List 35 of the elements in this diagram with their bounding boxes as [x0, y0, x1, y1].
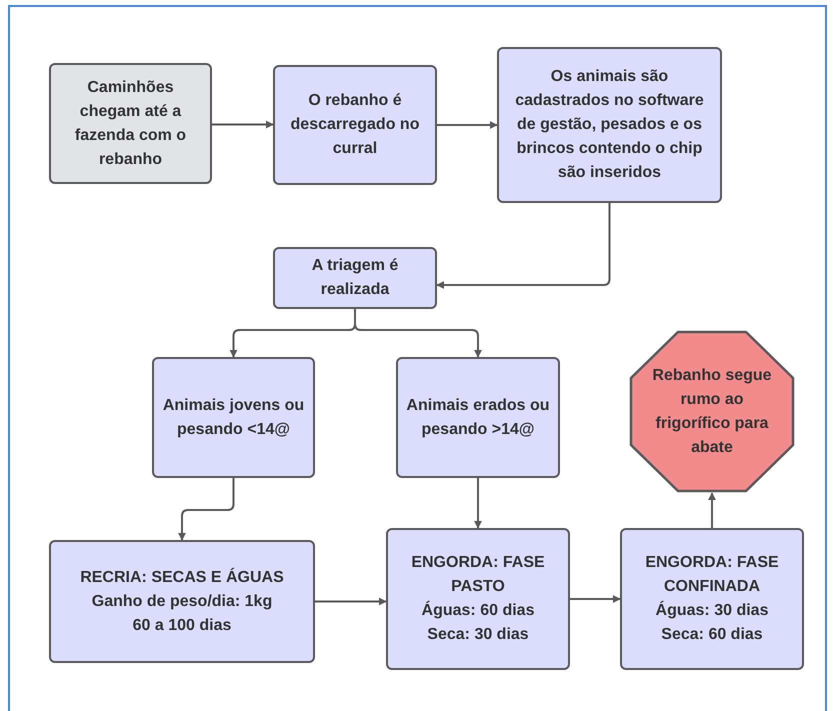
box-title: ENGORDA: FASE CONFINADA — [644, 553, 780, 597]
box-detail: 60 a 100 dias — [132, 616, 232, 636]
process-box — [273, 65, 437, 185]
process-box — [497, 47, 722, 203]
arrow — [708, 492, 716, 528]
process-box — [386, 528, 570, 670]
stop-octagon — [629, 330, 795, 493]
box-detail: Águas: 30 dias — [656, 600, 768, 621]
arrow — [436, 203, 610, 289]
arrow — [570, 595, 621, 603]
box-title: Rebanho segue rumo ao frigorífico para abate — [651, 366, 773, 458]
box-detail: Seca: 60 dias — [661, 625, 763, 645]
arrow — [178, 478, 234, 541]
arrow — [474, 478, 482, 529]
process-box — [152, 357, 315, 478]
process-box — [620, 528, 804, 670]
box-title: Os animais são cadastrados no software de gestão, pesados e os brincos contendo o chip são inseridos — [514, 67, 705, 183]
arrow — [212, 120, 274, 128]
box-title: RECRIA: SECAS E ÁGUAS — [80, 566, 284, 588]
process-box — [49, 540, 315, 663]
box-title: Animais erados ou pesando >14@ — [406, 396, 550, 440]
box-title: ENGORDA: FASE PASTO — [410, 553, 546, 597]
box-detail: Seca: 30 dias — [427, 625, 529, 645]
box-detail: Águas: 60 dias — [422, 600, 534, 621]
box-title: O rebanho é descarregado no curral — [290, 91, 420, 159]
process-box — [273, 247, 437, 309]
box-detail: Ganho de peso/dia: 1kg — [92, 592, 272, 612]
box-title: A triagem é realizada — [310, 256, 400, 300]
arrow — [437, 121, 498, 129]
start-box — [49, 63, 212, 184]
box-title: Animais jovens ou pesando <14@ — [162, 396, 305, 440]
arrow — [354, 309, 482, 358]
box-title: Caminhões chegam até a fazenda com o rebanho — [74, 78, 188, 170]
arrow — [315, 598, 387, 606]
process-box — [396, 357, 560, 478]
